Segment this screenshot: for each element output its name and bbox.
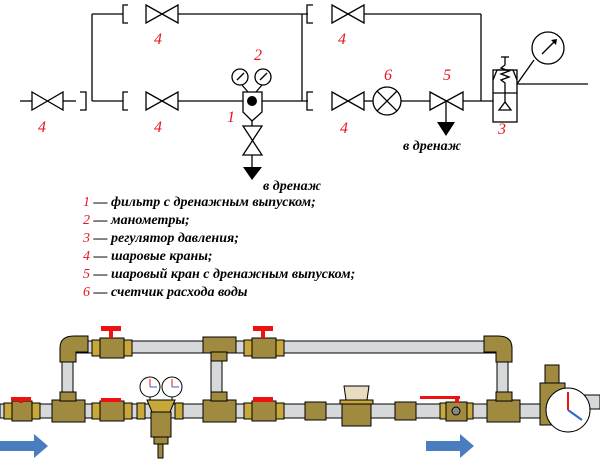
tee-fitting — [202, 399, 237, 423]
valve-icon — [145, 3, 179, 25]
legend-text: — фильтр с дренажным выпуском; — [93, 195, 316, 210]
valve-icon — [145, 90, 179, 112]
filter-with-gauges — [136, 376, 184, 459]
legend-text: — манометры; — [93, 213, 190, 228]
flange-brackets — [80, 4, 313, 111]
pressure-regulator-symbol — [492, 31, 565, 123]
valve-icon — [331, 3, 365, 25]
label-valve: 4 — [154, 119, 162, 136]
ball-valve-handle-icon — [3, 326, 285, 422]
coupling — [394, 401, 417, 421]
coupling — [304, 401, 327, 421]
water-meter-symbol — [372, 86, 402, 116]
legend-text: — шаровый кран с дренажным выпуском; — [93, 267, 356, 282]
legend-item: 3 — регулятор давления; — [83, 230, 355, 248]
pipelines — [20, 13, 588, 102]
tee-fitting — [51, 399, 86, 423]
label-valve: 4 — [38, 119, 46, 136]
label-valve: 4 — [340, 120, 348, 137]
legend-number: 6 — [83, 285, 90, 300]
legend: 1 — фильтр с дренажным выпуском; 2 — ман… — [83, 194, 355, 302]
drain-caption: в дренаж — [403, 139, 462, 154]
filter-symbol — [231, 68, 272, 180]
pictorial-installation — [0, 326, 600, 459]
label-meter: 6 — [384, 67, 392, 84]
legend-item: 6 — счетчик расхода воды — [83, 284, 355, 302]
legend-number: 4 — [83, 249, 90, 264]
legend-item: 2 — манометры; — [83, 212, 355, 230]
label-valve: 4 — [154, 31, 162, 48]
label-valve: 4 — [338, 31, 346, 48]
water-meter — [339, 385, 374, 427]
tee-fitting — [486, 399, 521, 423]
legend-number: 3 — [83, 231, 90, 246]
flow-direction-arrow-icon — [426, 434, 474, 458]
legend-number: 2 — [83, 213, 90, 228]
legend-item: 1 — фильтр с дренажным выпуском; — [83, 194, 355, 212]
valve-icon — [31, 90, 64, 112]
pressure-regulator — [539, 364, 591, 433]
label-gauges: 2 — [254, 47, 262, 64]
label-drain-valve: 5 — [443, 67, 451, 84]
drain-arrow-icon — [437, 122, 455, 136]
elbow-fitting — [59, 335, 89, 363]
drain-caption: в дренаж — [263, 179, 322, 194]
legend-text: — регулятор давления; — [93, 231, 239, 246]
valve-icon — [331, 90, 365, 112]
legend-number: 1 — [83, 195, 90, 210]
label-regulator: 3 — [497, 121, 506, 138]
legend-number: 5 — [83, 267, 90, 282]
legend-text: — счетчик расхода воды — [93, 285, 248, 300]
drain-ball-valve — [420, 396, 474, 422]
tee-fitting — [202, 336, 237, 354]
label-filter: 1 — [227, 109, 235, 126]
flow-direction-arrow-icon — [0, 434, 48, 458]
drain-arrow-icon — [243, 167, 262, 180]
legend-text: — шаровые краны; — [93, 249, 213, 264]
drain-valve-icon — [241, 125, 264, 156]
legend-item: 5 — шаровый кран с дренажным выпуском; — [83, 266, 355, 284]
elbow-fitting — [483, 335, 513, 363]
legend-item: 4 — шаровые краны; — [83, 248, 355, 266]
